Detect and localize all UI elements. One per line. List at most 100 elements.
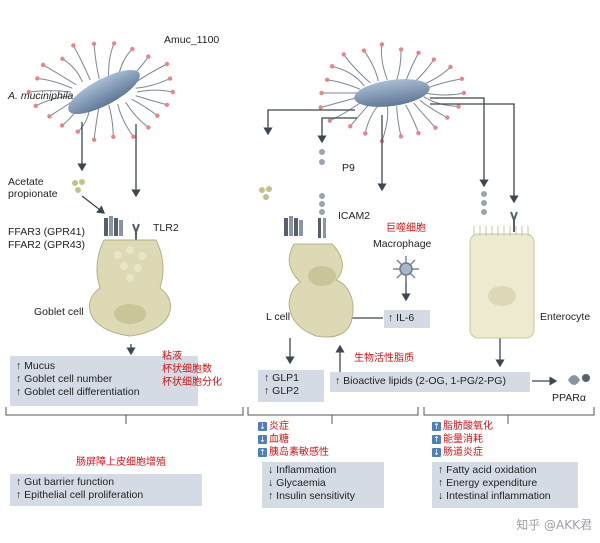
cn-macrophage: 巨噬细胞 — [386, 223, 426, 234]
flagellum — [28, 90, 72, 93]
mid-outcome-box: ↓ Inflammation ↓ Glycaemia ↑ Insulin sen… — [262, 462, 384, 508]
amuc-dot — [164, 61, 170, 67]
flagellum — [327, 79, 361, 90]
cn-mucus: 粘液 — [162, 351, 182, 362]
ffar2-label: FFAR2 (GPR43) — [8, 239, 86, 251]
lipids-box: ↑ Bioactive lipids (2-OG, 1-PG/2-PG) — [330, 372, 530, 392]
scfa-dots-left — [72, 179, 85, 193]
cn-mid-outcome: ↓炎症 ↓血糖 ↑胰岛素敏感性 — [258, 421, 329, 458]
amuc-dot — [71, 43, 76, 48]
outcome-glycaemia: ↓ Glycaemia — [268, 477, 326, 489]
flagellum — [125, 101, 149, 128]
flagellum — [37, 77, 73, 89]
flagellum — [93, 104, 100, 140]
amuc-label: Amuc_1100 — [164, 34, 220, 46]
flagellum — [413, 102, 436, 129]
cn-goblet-number: 杯状细胞数 — [162, 364, 212, 375]
amuc-dot — [319, 90, 324, 96]
arrows-left — [77, 122, 141, 356]
effect-goblet-diff: ↑ Goblet cell differentiation — [16, 386, 140, 398]
scfa-dots-right — [259, 186, 272, 200]
amuc-dot — [461, 90, 467, 96]
goblet-cell-label: Goblet cell — [34, 306, 84, 318]
enterocyte-label: Enterocyte — [540, 311, 591, 323]
amuc-dot — [416, 130, 421, 136]
amuc-dot — [348, 124, 353, 129]
amuc-dot — [459, 76, 465, 81]
outcome-energy: ↑ Energy expenditure — [438, 477, 538, 489]
amuc-dot — [91, 41, 97, 47]
flagellum — [135, 95, 168, 106]
lipids-label: ↑ Bioactive lipids (2-OG, 1-PG/2-PG) — [335, 375, 506, 387]
amuc-dot — [33, 103, 38, 109]
flagellum — [108, 104, 114, 137]
amuc-dot — [35, 76, 40, 81]
flagellum — [396, 106, 402, 137]
amuc-dot — [164, 102, 170, 107]
flagellum — [413, 59, 435, 84]
amuc-dot — [59, 123, 65, 128]
flagellum — [35, 95, 73, 107]
tlr2-label: TLR2 — [153, 222, 179, 234]
amuc-dot — [327, 118, 333, 123]
protein-dots-right — [318, 42, 467, 144]
amuc-dot — [40, 62, 46, 68]
l-cell-label: L cell — [266, 311, 291, 323]
ppar-receptor — [568, 374, 590, 385]
p9-label: P9 — [342, 162, 355, 174]
cn-lipids: 生物活性脂质 — [354, 353, 414, 364]
outcome-proliferation: ↑ Epithelial cell proliferation — [16, 489, 144, 501]
flagellum — [364, 104, 379, 134]
species-label: A. muciniphila — [8, 90, 74, 102]
flagellum — [62, 58, 83, 83]
il6-box: ↑ IL-6 — [384, 310, 430, 328]
amuc-dot — [361, 48, 367, 53]
amuc-dot — [111, 41, 117, 46]
cn-goblet-diff: 杯状细胞分化 — [162, 377, 222, 388]
outcome-inflammation: ↓ Inflammation — [268, 464, 337, 476]
right-outcome-box: ↑ Fatty acid oxidation ↑ Energy expendit… — [432, 462, 578, 508]
amuc-dot — [146, 125, 151, 130]
protein-dots-left — [26, 41, 175, 142]
cn-barrier: 肠屏障上皮细胞增殖 — [76, 457, 166, 468]
flagellum — [419, 99, 448, 119]
amuc-dot — [111, 134, 116, 140]
flagellum — [136, 89, 173, 93]
amuc-dot — [60, 56, 65, 62]
amuc-dot — [416, 50, 421, 56]
flagellum — [108, 43, 115, 79]
amuc-dot — [170, 89, 175, 95]
amuc-dot — [75, 129, 81, 134]
amuc-dot — [131, 134, 136, 139]
glp-box: ↑ GLP1 ↑ GLP2 — [258, 370, 324, 402]
flagellum — [117, 103, 134, 137]
cn-right-outcome: ↑脂肪酸氧化 ↑能量消耗 ↓肠道炎症 — [432, 421, 493, 458]
flagellum — [343, 54, 371, 84]
amuc-dot — [167, 76, 173, 81]
flagellum — [380, 44, 388, 81]
flagellum — [42, 64, 77, 86]
amuc-dot — [341, 52, 346, 57]
amuc-dot — [433, 125, 438, 130]
ppar-label: PPARα — [552, 392, 586, 404]
bacterium-right — [320, 44, 464, 142]
flagellum — [405, 52, 419, 82]
outcome-insulin: ↑ Insulin sensitivity — [268, 490, 355, 502]
flagellum — [131, 98, 158, 117]
flagellum — [424, 92, 464, 96]
icam2-receptor — [318, 218, 326, 238]
flagellum — [405, 104, 419, 134]
icam2-label: ICAM2 — [338, 210, 371, 222]
scfa-label: Acetate propionate — [8, 176, 58, 200]
amuc-dot — [146, 54, 151, 59]
flagellum — [349, 102, 371, 127]
effect-goblet-number: ↑ Goblet cell number — [16, 373, 113, 385]
amuc-dot — [398, 134, 404, 139]
bracket-mid — [247, 407, 419, 424]
glp1-label: ↑ GLP1 — [264, 372, 300, 384]
barrier-outcome-box: ↑ Gut barrier function ↑ Epithelial cell… — [10, 474, 202, 506]
amuc-dot — [324, 77, 330, 83]
watermark: 知乎 @AKK君 — [516, 518, 592, 532]
amuc-dot — [155, 113, 160, 118]
